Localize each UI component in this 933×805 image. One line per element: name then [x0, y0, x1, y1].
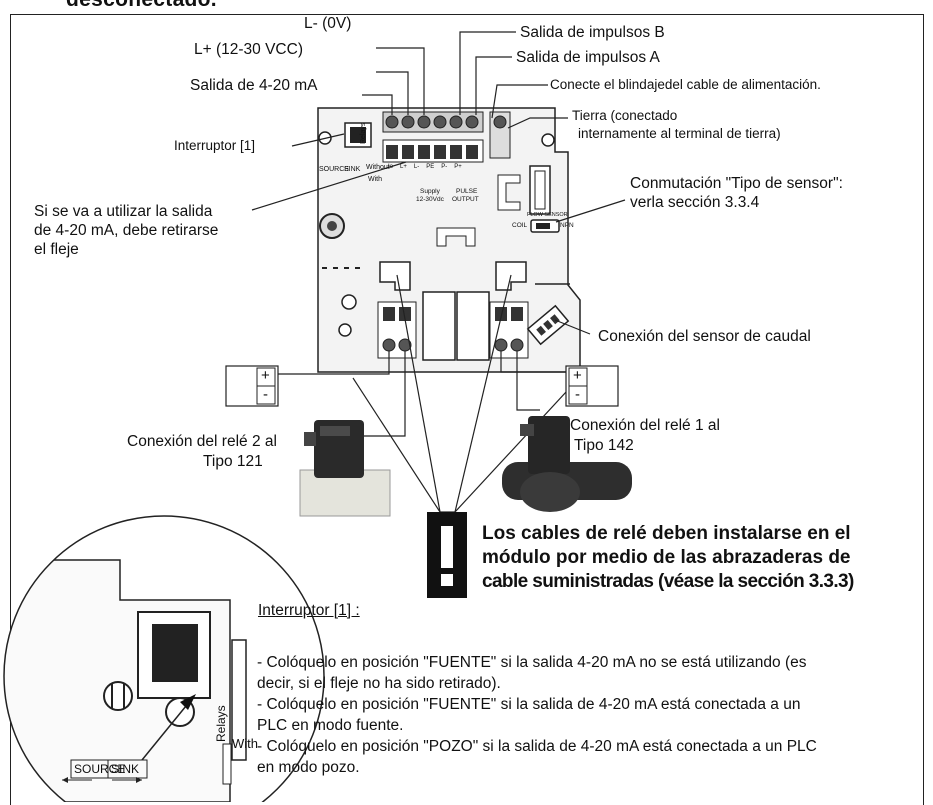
- label-relay1-line1: Conexión del relé 1 al: [570, 417, 720, 434]
- terminal-label: L+: [400, 164, 407, 170]
- label-pulse-output-a: Salida de impulsos A: [516, 49, 660, 66]
- label-relay2-line2: Tipo 121: [203, 453, 263, 470]
- relay2-plus-sign: +: [261, 367, 270, 384]
- switch-note-p1a: - Colóquelo en posición "FUENTE" si la s…: [257, 654, 807, 671]
- board-relays-label: Relays: [360, 122, 367, 144]
- switch-note-p3a: - Colóquelo en posición "POZO" si la sal…: [257, 738, 817, 755]
- switch-note-p2b: PLC en modo fuente.: [257, 717, 404, 734]
- terminal-label: PE: [426, 164, 435, 170]
- board-pulse-label: PULSE: [456, 188, 478, 195]
- label-cable-shield: Conecte el blindajedel cable de alimenta…: [550, 77, 821, 92]
- label-l-minus: L- (0V): [304, 15, 352, 32]
- board-coil-label: COIL: [512, 222, 528, 229]
- warning-line3: cable suministradas (véase la sección 3.…: [482, 571, 854, 592]
- warning-line2: módulo por medio de las abrazaderas de: [482, 547, 851, 568]
- terminal-label: Io: [388, 164, 394, 170]
- board-source-label: SOURCE: [319, 166, 349, 173]
- switch-note-p3b: en modo pozo.: [257, 759, 360, 776]
- board-supply-voltage-label: 12-30Vdc: [416, 196, 444, 203]
- board-flow-sensor-label: FLOW SENSOR: [527, 212, 568, 218]
- label-l-plus: L+ (12-30 VCC): [194, 41, 303, 58]
- label-earth-line2: internamente al terminal de tierra): [578, 126, 781, 141]
- warning-exclamation-icon: [427, 512, 467, 598]
- label-switch-1: Interruptor [1]: [174, 138, 256, 153]
- board-npn-label: NPN: [560, 222, 574, 229]
- relay1-minus-sign: -: [575, 386, 580, 403]
- label-4-20-output: Salida de 4-20 mA: [190, 77, 318, 94]
- label-relay2-line1: Conexión del relé 2 al: [127, 433, 277, 450]
- board-sink-label: SINK: [344, 166, 361, 173]
- solenoid-valve-type121-image: [299, 420, 391, 517]
- zoom-sink-label: SINK: [111, 762, 140, 776]
- label-earth-line1: Tierra (conectado: [572, 108, 678, 123]
- diagram-frame: [10, 14, 924, 805]
- terminal-label: P+: [454, 164, 462, 170]
- board-with-label: With: [368, 176, 382, 183]
- zoom-source-label: SOURCE: [74, 762, 126, 776]
- board-without-label: Without: [366, 164, 390, 171]
- board-output-label: OUTPUT: [452, 196, 479, 203]
- terminal-label: L-: [413, 164, 420, 170]
- circuit-board: [317, 107, 581, 373]
- warning-line1: Los cables de relé deben instalarse en e…: [482, 523, 851, 544]
- switch-note-p1b: decir, si el fleje no ha sido retirado).: [257, 675, 501, 692]
- switch-zoom-detail: [3, 515, 325, 802]
- switch-note-title: Interruptor [1] :: [258, 602, 360, 619]
- label-sensor-type-line2: verla sección 3.3.4: [630, 194, 760, 211]
- label-strap-line3: el fleje: [34, 241, 79, 258]
- zoom-with-label: With: [232, 736, 258, 751]
- solenoid-valve-type142-image: [502, 416, 632, 512]
- board-supply-label: Supply: [420, 188, 440, 195]
- label-flow-sensor-connection: Conexión del sensor de caudal: [598, 328, 811, 345]
- relay2-minus-sign: -: [263, 386, 268, 403]
- label-strap-line1: Si se va a utilizar la salida: [34, 203, 213, 220]
- relay1-terminal-box: [565, 365, 619, 407]
- label-relay1-line2: Tipo 142: [574, 437, 634, 454]
- relay2-terminal-box: [225, 365, 279, 407]
- terminal-label: P-: [441, 164, 448, 170]
- zoom-relays-label: Relays: [214, 705, 228, 742]
- board-terminal-labels: Io L+ L- PE P- P+: [388, 164, 462, 170]
- label-sensor-type-line1: Conmutación "Tipo de sensor":: [630, 175, 843, 192]
- relay1-plus-sign: +: [573, 367, 582, 384]
- label-pulse-output-b: Salida de impulsos B: [520, 24, 665, 41]
- switch-note-p2a: - Colóquelo en posición "FUENTE" si la s…: [257, 696, 801, 713]
- label-strap-line2: de 4-20 mA, debe retirarse: [34, 222, 219, 239]
- page-heading: desconectado.: [66, 0, 217, 12]
